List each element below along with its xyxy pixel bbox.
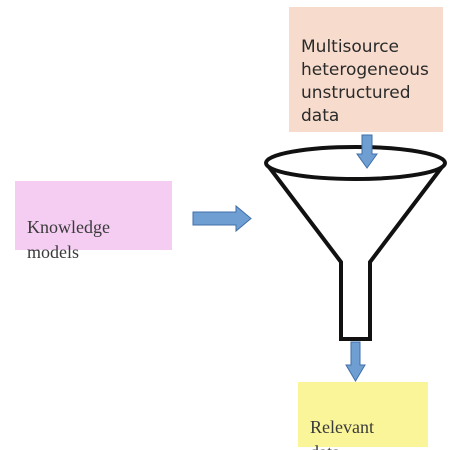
arrow-knowledge-to-funnel xyxy=(192,204,252,233)
relevant-data-box: Relevant data xyxy=(298,382,428,450)
funnel-rim xyxy=(264,145,447,181)
arrow-funnel-to-relevant xyxy=(345,341,366,382)
arrow-right-icon xyxy=(192,204,252,233)
source-data-label: Multisource heterogeneous unstructured d… xyxy=(301,37,429,126)
funnel-icon xyxy=(264,145,447,341)
knowledge-models-box: Knowledge models xyxy=(15,181,172,262)
funnel-body xyxy=(264,161,447,341)
relevant-data-label: Relevant data xyxy=(310,417,374,450)
arrow-down-icon xyxy=(345,341,366,382)
arrow-down-icon xyxy=(356,134,378,169)
knowledge-models-label: Knowledge models xyxy=(27,217,110,262)
arrow-source-to-funnel xyxy=(356,134,378,169)
source-data-box: Multisource heterogeneous unstructured d… xyxy=(289,7,443,132)
